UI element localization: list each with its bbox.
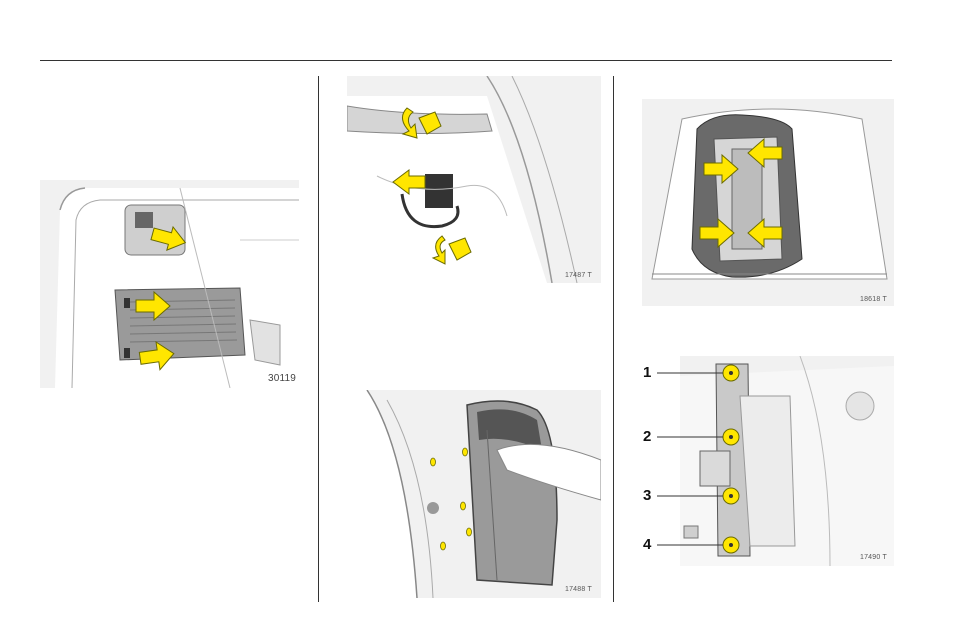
callout-4: 4	[643, 536, 651, 553]
arrow-right-icon	[138, 340, 176, 372]
arrow-curved-icon	[402, 108, 417, 138]
figure-bulb-holder-tabs: 18618 T	[642, 99, 894, 306]
bulb-icon-group	[680, 356, 894, 566]
arrow-right-icon	[149, 222, 188, 254]
figure-code: 18618 T	[860, 296, 887, 303]
arrow-left-icon	[393, 170, 425, 194]
clip-icon	[431, 458, 436, 466]
figure-load-compartment-cover: 30119	[40, 180, 299, 388]
arrow-right-icon	[704, 155, 738, 183]
callout-1: 1	[643, 364, 651, 381]
header-rule	[40, 60, 892, 61]
callout-3: 3	[643, 487, 651, 504]
nut-icon	[449, 238, 471, 260]
figure-code: 17488 T	[565, 586, 592, 593]
figure-bulb-holder-bulbs: 17490 T	[680, 356, 894, 566]
arrow-left-icon	[748, 139, 782, 167]
clip-icon	[463, 448, 468, 456]
column-divider-right	[613, 76, 614, 602]
figure-tail-light-nuts: 17487 T	[347, 76, 601, 283]
arrow-curved-icon	[433, 236, 445, 264]
column-divider-left	[318, 76, 319, 602]
figure-tail-light-removal: 17488 T	[347, 390, 601, 598]
arrow-icon-group	[642, 99, 894, 306]
arrow-left-icon	[748, 219, 782, 247]
arrow-icon-group	[40, 180, 299, 388]
clip-icon	[467, 528, 472, 536]
arrow-icon-group	[347, 76, 601, 283]
figure-code: 17490 T	[860, 554, 887, 561]
callout-2: 2	[643, 428, 651, 445]
figure-code: 30119	[268, 373, 296, 384]
clip-icon	[441, 542, 446, 550]
arrow-right-icon	[700, 219, 734, 247]
arrow-right-icon	[136, 292, 170, 320]
figure-code: 17487 T	[565, 272, 592, 279]
clip-icon	[461, 502, 466, 510]
marker-icon-group	[347, 390, 601, 598]
nut-icon	[419, 112, 441, 134]
